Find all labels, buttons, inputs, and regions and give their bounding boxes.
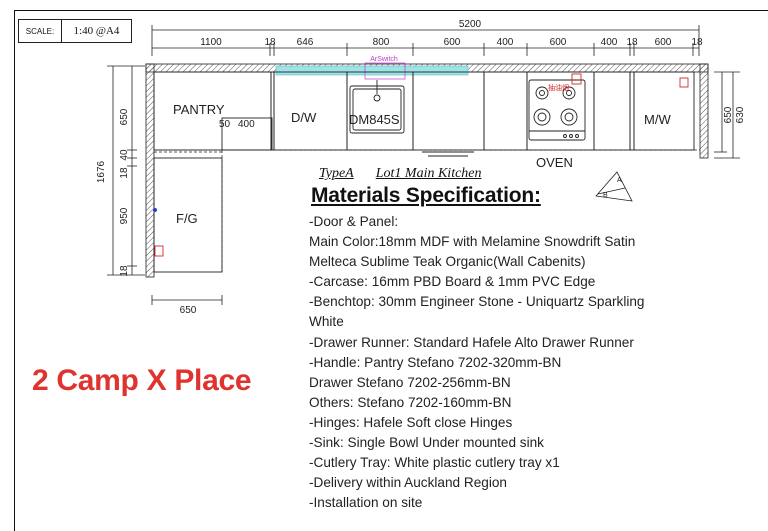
scale-box: SCALE: 1:40 @A4 <box>18 19 132 43</box>
dim-drawer-3: 400 <box>601 37 618 48</box>
scale-value: 1:40 @A4 <box>73 25 120 37</box>
right-dimension-lines <box>714 71 740 159</box>
microwave-label: M/W <box>644 112 671 127</box>
dim-panel-3: 18 <box>691 37 703 48</box>
drawer-cabinet-2 <box>483 71 528 151</box>
drawer-cabinet-3 <box>593 71 631 151</box>
benchtop-outline <box>154 149 700 272</box>
oven-label: OVEN <box>536 155 573 170</box>
dim-fridge-width: 650 <box>180 305 197 316</box>
spec-header-line: TypeA Lot1 Main Kitchen <box>319 166 689 182</box>
fridge-power-marker <box>154 245 164 257</box>
dim-right-depth-2: 630 <box>735 106 746 123</box>
panel-2 <box>629 71 635 151</box>
dim-drawer-1: 600 <box>444 37 461 48</box>
splashback-strip <box>275 65 469 76</box>
dim-total-width: 5200 <box>459 19 482 30</box>
drawer-cabinet-1 <box>412 71 485 151</box>
spec-line: Main Color:18mm MDF with Melamine Snowdr… <box>309 234 636 250</box>
spec-type: TypeA <box>319 166 354 181</box>
dim-inner-400: 400 <box>238 119 255 130</box>
cooktop-icon <box>528 79 586 141</box>
top-dimension-lines <box>151 25 700 56</box>
dim-drawer-2: 400 <box>497 37 514 48</box>
dim-mw-width: 600 <box>655 37 672 48</box>
scale-label: SCALE: <box>19 20 62 42</box>
dim-oven-width: 600 <box>550 37 567 48</box>
spec-line: -Carcase: 16mm PBD Board & 1mm PVC Edge <box>309 274 596 290</box>
spec-line: -Door & Panel: <box>309 214 399 229</box>
drawing-border <box>14 10 768 531</box>
spec-line: Melteca Sublime Teak Organic(Wall Cabeni… <box>309 254 586 270</box>
sink-model-label: DM845S <box>349 112 400 127</box>
spec-line: -Benchtop: 30mm Engineer Stone - Uniquar… <box>309 294 645 330</box>
site-address: 2 Camp X Place <box>32 364 252 397</box>
kitchen-floor-plan: 5200 1100 18 646 800 600 400 600 400 18 … <box>96 19 746 316</box>
panel-1 <box>270 71 275 151</box>
spec-line: -Installation on site <box>309 495 423 511</box>
switch-marker <box>364 62 406 80</box>
dim-inner-50: 50 <box>219 119 231 130</box>
dim-dw-width: 646 <box>297 37 314 48</box>
dim-left-panel: 18 <box>119 167 130 179</box>
spec-line: -Handle: Pantry Stefano 7202-320mm-BN <box>309 354 562 370</box>
pantry-label: PANTRY <box>173 102 225 117</box>
left-dimension-lines <box>107 65 145 276</box>
spec-lot: Lot1 Main Kitchen <box>375 166 482 181</box>
left-wall <box>145 63 155 278</box>
dim-right-depth-1: 650 <box>723 106 734 123</box>
spec-title: Materials Specification: <box>311 184 541 207</box>
range-hood-marker <box>571 73 582 85</box>
dim-panel-1: 18 <box>264 37 276 48</box>
fridge-water-point <box>153 208 157 212</box>
dim-left-total: 1676 <box>96 160 107 183</box>
bottom-dimension-line <box>151 295 223 305</box>
spec-line: -Sink: Single Bowl Under mounted sink <box>309 435 544 451</box>
fridge-label: F/G <box>176 211 198 226</box>
dim-left-gap: 40 <box>119 149 130 161</box>
spec-line: Others: Stefano 7202-160mm-BN <box>309 394 512 410</box>
dim-sink-width: 800 <box>373 37 390 48</box>
dim-left-fridge: 950 <box>119 207 130 224</box>
sink-icon <box>349 80 405 134</box>
microwave-power-marker <box>679 77 689 88</box>
spec-line: -Delivery within Auckland Region <box>309 475 507 491</box>
view-label-b: B <box>603 192 608 199</box>
switch-label: ArSwitch <box>370 56 398 63</box>
dim-pantry-width: 1100 <box>200 37 222 48</box>
oven-door-indicator <box>422 151 474 157</box>
right-wall <box>699 63 709 159</box>
dim-panel-2: 18 <box>626 37 638 48</box>
dishwasher-label: D/W <box>291 110 317 125</box>
dim-left-upper-depth: 650 <box>119 108 130 125</box>
dim-left-bottom-panel: 18 <box>119 265 130 277</box>
spec-line: Drawer Stefano 7202-256mm-BN <box>309 374 511 390</box>
sink-cabinet <box>346 71 414 151</box>
spec-line: -Drawer Runner: Standard Hafele Alto Dra… <box>309 334 634 350</box>
range-hood-label: 抽油烟 <box>548 83 569 92</box>
spec-line: -Cutlery Tray: White plastic cutlery tra… <box>309 455 560 471</box>
spec-line: -Hinges: Hafele Soft close Hinges <box>309 414 513 430</box>
view-label-a: A <box>617 177 622 184</box>
materials-specification: TypeA Lot1 Main Kitchen Materials Specif… <box>309 166 689 513</box>
microwave-cabinet <box>633 71 695 151</box>
view-direction-marker <box>595 171 633 202</box>
